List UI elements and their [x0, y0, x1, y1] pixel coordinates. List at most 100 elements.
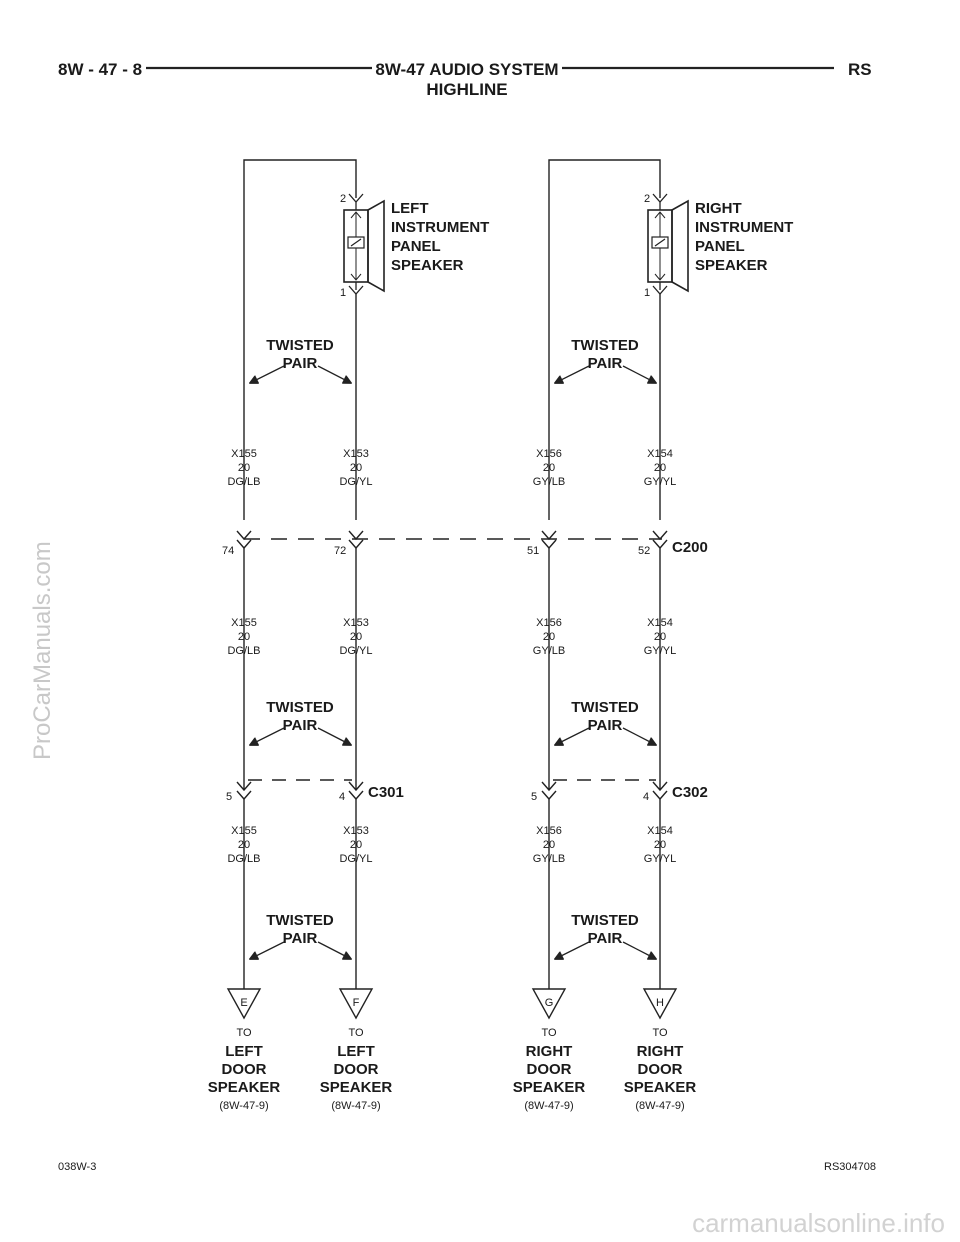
svg-text:TO: TO — [541, 1027, 557, 1039]
svg-text:X155: X155 — [231, 448, 257, 460]
svg-text:X156: X156 — [536, 617, 562, 629]
pointer-arrow — [250, 941, 285, 959]
svg-text:INSTRUMENT: INSTRUMENT — [391, 219, 489, 236]
connector-c200: 74 72 51 52 C200 — [222, 530, 708, 557]
svg-text:PAIR: PAIR — [283, 930, 318, 947]
figure-code: 038W-3 — [58, 1161, 96, 1173]
pointer-arrow — [555, 727, 590, 745]
svg-text:GY/YL: GY/YL — [644, 853, 676, 865]
svg-text:(8W-47-9): (8W-47-9) — [331, 1100, 380, 1112]
page-number: 8W - 47 - 8 — [58, 60, 142, 79]
pin-label: 51 — [527, 545, 539, 557]
speaker-pin-1: 1 — [340, 287, 346, 299]
svg-text:X155: X155 — [231, 617, 257, 629]
svg-text:G: G — [545, 997, 554, 1009]
svg-text:DOOR: DOOR — [222, 1061, 267, 1078]
page-subtitle: HIGHLINE — [426, 80, 507, 99]
twisted-pair-label: TWISTED PAIR — [250, 912, 351, 959]
svg-text:LEFT: LEFT — [391, 200, 429, 217]
connector-name: C302 — [672, 784, 708, 801]
svg-text:DOOR: DOOR — [334, 1061, 379, 1078]
wire-label-x154: X154 20 GY/YL — [644, 617, 676, 657]
svg-text:TWISTED: TWISTED — [571, 337, 639, 354]
svg-text:GY/YL: GY/YL — [644, 645, 676, 657]
svg-text:TWISTED: TWISTED — [571, 699, 639, 716]
wire-label-x153: X153 20 DG/YL — [339, 825, 372, 865]
svg-text:TWISTED: TWISTED — [266, 337, 334, 354]
svg-text:PAIR: PAIR — [283, 717, 318, 734]
wire-label-x155: X155 20 DG/LB — [227, 825, 260, 865]
wire-labels-row: X155 20 DG/LB X153 20 DG/YL X156 20 GY/L… — [227, 448, 676, 488]
wire-label-x156: X156 20 GY/LB — [533, 448, 565, 488]
speaker-pin-2: 2 — [340, 193, 346, 205]
svg-text:X153: X153 — [343, 448, 369, 460]
svg-text:E: E — [240, 997, 247, 1009]
svg-text:X155: X155 — [231, 825, 257, 837]
svg-text:20: 20 — [654, 631, 666, 643]
svg-text:TO: TO — [652, 1027, 668, 1039]
svg-text:RIGHT: RIGHT — [695, 200, 742, 217]
svg-text:20: 20 — [350, 462, 362, 474]
svg-text:SPEAKER: SPEAKER — [513, 1079, 586, 1096]
off-page-connector-icon — [226, 988, 262, 1020]
pointer-arrow — [317, 941, 351, 959]
svg-text:DOOR: DOOR — [638, 1061, 683, 1078]
svg-text:PAIR: PAIR — [588, 717, 623, 734]
watermark-left: ProCarManuals.com — [29, 541, 56, 760]
wire-label-x153: X153 20 DG/YL — [339, 617, 372, 657]
svg-text:DG/LB: DG/LB — [227, 476, 260, 488]
pointer-arrow — [622, 365, 656, 383]
twisted-pair-label: TWISTED PAIR — [555, 912, 656, 959]
pointer-arrow — [555, 941, 590, 959]
svg-text:H: H — [656, 997, 664, 1009]
pointer-arrow — [622, 727, 656, 745]
pointer-arrow — [250, 727, 285, 745]
twisted-pair-label: TWISTED PAIR — [555, 699, 656, 745]
svg-text:20: 20 — [238, 462, 250, 474]
svg-text:GY/LB: GY/LB — [533, 853, 565, 865]
svg-text:PAIR: PAIR — [283, 355, 318, 372]
svg-text:SPEAKER: SPEAKER — [695, 257, 768, 274]
twisted-pair-label: TWISTED PAIR — [250, 699, 351, 745]
twisted-pair-label: TWISTED PAIR — [555, 337, 656, 383]
svg-text:LEFT: LEFT — [225, 1043, 263, 1060]
svg-text:TWISTED: TWISTED — [266, 912, 334, 929]
pointer-arrow — [250, 365, 285, 383]
svg-text:GY/LB: GY/LB — [533, 645, 565, 657]
pin-label: 74 — [222, 545, 234, 557]
svg-text:GY/LB: GY/LB — [533, 476, 565, 488]
wire-label-x153: X153 20 DG/YL — [339, 448, 372, 488]
wire-labels-row: X155 20 DG/LB X153 20 DG/YL X156 20 GY/L… — [227, 617, 676, 657]
svg-text:TO: TO — [348, 1027, 364, 1039]
svg-text:LEFT: LEFT — [337, 1043, 375, 1060]
svg-text:DG/YL: DG/YL — [339, 476, 372, 488]
svg-text:PAIR: PAIR — [588, 930, 623, 947]
wire-label-x156: X156 20 GY/LB — [533, 825, 565, 865]
pointer-arrow — [317, 365, 351, 383]
svg-text:20: 20 — [654, 462, 666, 474]
left-instrument-panel-speaker: 2 1 LEFT INSTRUMENT PANEL SPEAKER — [340, 193, 489, 299]
svg-text:SPEAKER: SPEAKER — [208, 1079, 281, 1096]
page-header: 8W - 47 - 8 8W-47 AUDIO SYSTEM HIGHLINE … — [58, 60, 872, 99]
svg-text:X154: X154 — [647, 825, 673, 837]
svg-text:20: 20 — [654, 839, 666, 851]
svg-text:DG/LB: DG/LB — [227, 853, 260, 865]
svg-text:TWISTED: TWISTED — [266, 699, 334, 716]
wire-label-x155: X155 20 DG/LB — [227, 448, 260, 488]
svg-text:PAIR: PAIR — [588, 355, 623, 372]
right-instrument-panel-speaker: 2 1 RIGHT INSTRUMENT PANEL SPEAKER — [644, 193, 793, 299]
wire-labels-row: X155 20 DG/LB X153 20 DG/YL X156 20 GY/L… — [227, 825, 676, 865]
svg-text:PANEL: PANEL — [391, 238, 441, 255]
svg-text:GY/YL: GY/YL — [644, 476, 676, 488]
connector-c301: 5 4 C301 — [226, 779, 404, 803]
destination-h: H TO RIGHT DOOR SPEAKER (8W-47-9) — [624, 988, 696, 1112]
svg-text:(8W-47-9): (8W-47-9) — [635, 1100, 684, 1112]
svg-text:SPEAKER: SPEAKER — [320, 1079, 393, 1096]
svg-text:X153: X153 — [343, 825, 369, 837]
pin-label: 52 — [638, 545, 650, 557]
svg-text:TWISTED: TWISTED — [571, 912, 639, 929]
wire-loop-left — [243, 159, 357, 520]
svg-text:20: 20 — [543, 631, 555, 643]
speaker-pin-1: 1 — [644, 287, 650, 299]
off-page-connector-icon — [531, 988, 567, 1020]
